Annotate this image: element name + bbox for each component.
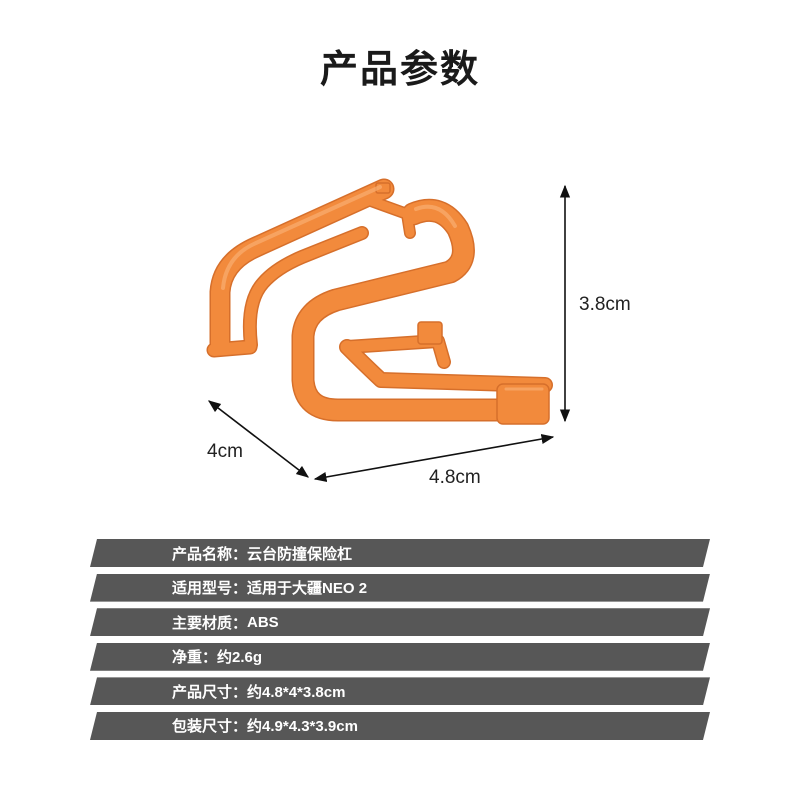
spec-row-material: 主要材质：ABS bbox=[90, 608, 710, 636]
spec-label: 包装尺寸： bbox=[172, 718, 248, 736]
spec-value: ABS bbox=[247, 613, 279, 631]
page-title: 产品参数 bbox=[319, 49, 480, 91]
spec-row-package-size: 包装尺寸：约4.9*4.3*3.9cm bbox=[90, 712, 710, 740]
spec-label: 主要材质： bbox=[172, 614, 248, 632]
spec-label: 产品名称： bbox=[172, 545, 248, 563]
width-dimension-arrow bbox=[313, 433, 555, 483]
spec-list: 产品名称：云台防撞保险杠 适用型号：适用于大疆NEO 2 主要材质：ABS 净重… bbox=[90, 539, 710, 740]
spec-label: 产品尺寸： bbox=[172, 683, 248, 701]
gimbal-bumper-image bbox=[206, 178, 553, 425]
spec-value: 约2.6g bbox=[217, 649, 263, 667]
width-dimension-label: 4.8cm bbox=[429, 467, 481, 488]
height-dimension-label: 3.8cm bbox=[579, 294, 631, 315]
spec-label: 适用型号： bbox=[172, 580, 248, 598]
bumper-top-clip bbox=[355, 192, 415, 238]
depth-dimension-label: 4cm bbox=[207, 441, 243, 462]
spec-label: 净重： bbox=[172, 649, 218, 667]
spec-value: 适用于大疆NEO 2 bbox=[247, 580, 368, 598]
spec-value: 云台防撞保险杠 bbox=[247, 545, 353, 563]
depth-dimension-arrow bbox=[207, 400, 310, 478]
bumper-inner-band bbox=[244, 227, 368, 351]
spec-row-product-size: 产品尺寸：约4.8*4*3.8cm bbox=[90, 677, 710, 705]
spec-value: 约4.9*4.3*3.9cm bbox=[247, 718, 358, 736]
bumper-left-tab bbox=[208, 341, 256, 356]
spec-row-net-weight: 净重：约2.6g bbox=[90, 643, 710, 671]
spec-value: 约4.8*4*3.8cm bbox=[247, 683, 346, 701]
bumper-body-layer bbox=[208, 180, 552, 425]
bumper-small-stub bbox=[417, 321, 443, 345]
bumper-right-tab bbox=[496, 383, 550, 425]
spec-row-product-name: 产品名称：云台防撞保险杠 bbox=[90, 539, 710, 567]
spec-row-compatible-model: 适用型号：适用于大疆NEO 2 bbox=[90, 574, 710, 602]
bumper-highlight-layer bbox=[221, 185, 544, 391]
